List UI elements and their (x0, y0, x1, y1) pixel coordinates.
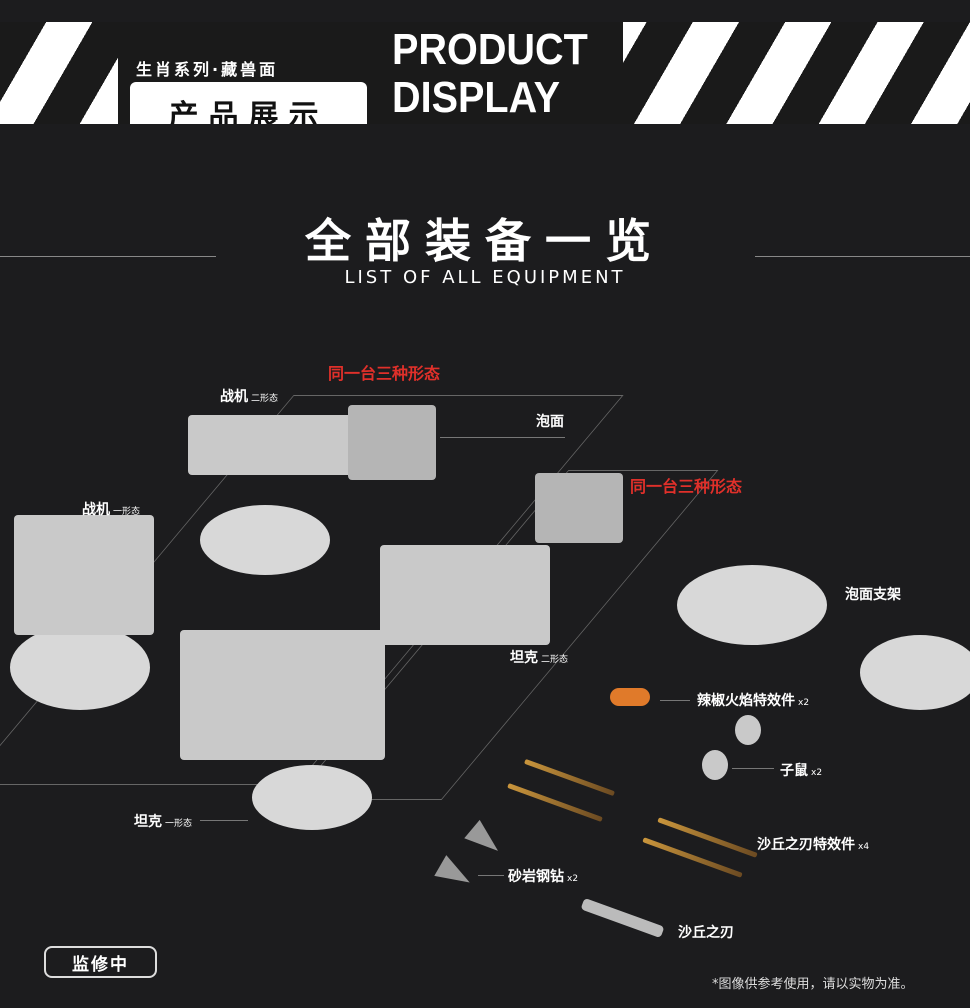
disclaimer: *图像供参考使用，请以实物为准。 (712, 977, 914, 992)
leader-line (440, 437, 565, 438)
label-stand: 泡面支架 (845, 587, 901, 603)
leader-line (478, 875, 504, 876)
mouse-figure (702, 750, 728, 780)
fighter1-base (10, 625, 150, 710)
drill-part (464, 819, 506, 861)
label-text: 辣椒火焰特效件 (697, 693, 795, 709)
fighter2-base (200, 505, 330, 575)
tank1-figure (180, 630, 385, 760)
label-form: 一形态 (113, 507, 141, 517)
label-tank2: 坦克二形态 (510, 647, 568, 667)
pao-mian-figure (535, 473, 623, 543)
pao-mian-figure-top (348, 405, 436, 480)
product-display-cn: 产品展示 (130, 82, 367, 124)
blade-effect (524, 758, 615, 797)
product-title-line2: DISPLAY (392, 73, 560, 122)
drill-part (434, 855, 476, 893)
blade-effect (507, 783, 603, 822)
label-three-forms: 同一台三种形态 (630, 477, 743, 496)
product-title-line1: PRODUCT (392, 25, 588, 74)
series-name: 生肖系列·藏兽面 (136, 60, 279, 79)
section-subtitle: LIST OF ALL EQUIPMENT (344, 267, 626, 288)
supervision-badge: 监修中 (44, 946, 157, 978)
label-text: 砂岩钢钻 (508, 869, 564, 885)
label-tank1: 坦克一形态 (134, 811, 192, 831)
label-form: 二形态 (541, 655, 569, 665)
label-qty: x2 (798, 698, 810, 708)
leader-line (732, 768, 774, 769)
fighter2-figure (188, 415, 358, 475)
label-text: 坦克 (510, 650, 538, 666)
label-text: 战机 (220, 389, 248, 405)
stand-base-large (677, 565, 827, 645)
label-fighter2: 战机二形态 (220, 386, 278, 406)
section-title: 全部装备一览 (305, 214, 665, 268)
flame-effect (610, 688, 650, 706)
label-blade: 沙丘之刃 (678, 925, 734, 941)
leader-line (660, 700, 690, 701)
label-text: 子鼠 (780, 763, 808, 779)
label-qty: x4 (858, 842, 870, 852)
label-pao-mian: 泡面 (536, 414, 564, 430)
tank2-figure (380, 545, 550, 645)
header-banner: 生肖系列·藏兽面 产品展示 PRODUCT DISPLAY (0, 22, 970, 124)
label-form: 二形态 (251, 394, 279, 404)
divider-left (0, 256, 216, 257)
leader-line (200, 820, 248, 821)
stand-base-small (860, 635, 970, 710)
divider-right (755, 256, 970, 257)
label-text: 战机 (82, 502, 110, 518)
label-form: 一形态 (165, 819, 193, 829)
blade-part (580, 897, 665, 939)
label-text: 沙丘之刃特效件 (757, 837, 855, 853)
tank1-base (252, 765, 372, 830)
mouse-figure (735, 715, 761, 745)
label-text: 坦克 (134, 814, 162, 830)
label-qty: x2 (811, 768, 823, 778)
fighter1-figure (14, 515, 154, 635)
label-qty: x2 (567, 874, 579, 884)
label-fighter1: 战机一形态 (82, 499, 140, 519)
label-three-forms: 同一台三种形态 (328, 364, 441, 383)
